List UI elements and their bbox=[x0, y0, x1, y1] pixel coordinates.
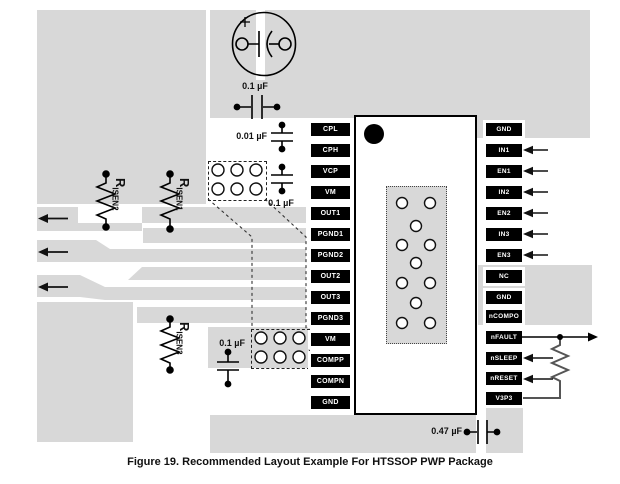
pin-pgnd3: PGND3 bbox=[311, 312, 350, 325]
trace-gap-bulk-cap bbox=[256, 10, 265, 80]
pin-cpl: CPL bbox=[311, 123, 350, 136]
pin-nreset: nRESET bbox=[486, 372, 522, 385]
pin-en1: EN1 bbox=[486, 165, 522, 178]
resistor-risen3-label: RISEN3 bbox=[174, 322, 192, 355]
pin-vm2: VM bbox=[311, 333, 350, 346]
cp-cap-value: 0.01 µF bbox=[236, 131, 267, 141]
resistor-risen1-label: RISEN1 bbox=[174, 178, 192, 211]
pin-ncompo: nCOMPO bbox=[486, 310, 522, 323]
pin-v3p3: V3P3 bbox=[486, 392, 522, 405]
via-cluster-bottom bbox=[251, 329, 310, 369]
plane-top-left bbox=[37, 10, 206, 204]
pin-vm1: VM bbox=[311, 186, 350, 199]
pin-gnd-r2: GND bbox=[486, 291, 522, 304]
nfault-net bbox=[522, 332, 598, 342]
trace-out2 bbox=[128, 267, 306, 280]
vcp-cap-value: 0.1 µF bbox=[268, 198, 294, 208]
pin-nsleep: nSLEEP bbox=[486, 352, 522, 365]
input-arrow-icons bbox=[523, 145, 548, 260]
pin-vcp: VCP bbox=[311, 165, 350, 178]
pin-pgnd1: PGND1 bbox=[311, 228, 350, 241]
out-cap-value: 0.47 µF bbox=[431, 426, 462, 436]
r2-subscript: ISEN2 bbox=[110, 187, 120, 211]
trace-pgnd3 bbox=[137, 307, 306, 323]
plane-top-center bbox=[210, 10, 354, 118]
r3-symbol: R bbox=[177, 322, 192, 332]
plane-bottom-left bbox=[37, 302, 133, 442]
resistor-pullup-symbol bbox=[523, 337, 571, 399]
resistor-risen2-label: RISEN2 bbox=[110, 178, 128, 211]
via-cluster-top bbox=[208, 161, 267, 201]
r2-symbol: R bbox=[113, 178, 128, 188]
pin-en3: EN3 bbox=[486, 249, 522, 262]
pin-nfault: nFAULT bbox=[486, 331, 522, 344]
pin-en2: EN2 bbox=[486, 207, 522, 220]
pin-nc: NC bbox=[486, 270, 522, 283]
r1-subscript: ISEN1 bbox=[174, 187, 184, 211]
figure-caption: Figure 19. Recommended Layout Example Fo… bbox=[127, 456, 493, 468]
pin-in1: IN1 bbox=[486, 144, 522, 157]
plane-bottom-mid bbox=[210, 415, 476, 453]
pin-in3: IN3 bbox=[486, 228, 522, 241]
pin-pgnd2: PGND2 bbox=[311, 249, 350, 262]
r1-symbol: R bbox=[177, 178, 192, 188]
trace-out1-low bbox=[37, 223, 142, 231]
trace-pgnd1 bbox=[143, 228, 306, 243]
pin-compp: COMPP bbox=[311, 354, 350, 367]
thermal-pad bbox=[386, 186, 447, 344]
cap-symbol-cp-001uf bbox=[271, 121, 293, 153]
pin-out1: OUT1 bbox=[311, 207, 350, 220]
pin-gnd-left: GND bbox=[311, 396, 350, 409]
pin-compn: COMPN bbox=[311, 375, 350, 388]
control-arrow-icons bbox=[523, 353, 553, 384]
cap-symbol-vcp-01uf bbox=[271, 163, 293, 195]
pin-out3: OUT3 bbox=[311, 291, 350, 304]
pin-gnd-r1: GND bbox=[486, 123, 522, 136]
pin-out2: OUT2 bbox=[311, 270, 350, 283]
r3-subscript: ISEN3 bbox=[174, 331, 184, 355]
pin-cph: CPH bbox=[311, 144, 350, 157]
pin-in2: IN2 bbox=[486, 186, 522, 199]
bulk-cap-value: 0.1 µF bbox=[242, 81, 268, 91]
vm-cap-value: 0.1 µF bbox=[219, 338, 245, 348]
trace-pgnd2 bbox=[37, 240, 306, 262]
